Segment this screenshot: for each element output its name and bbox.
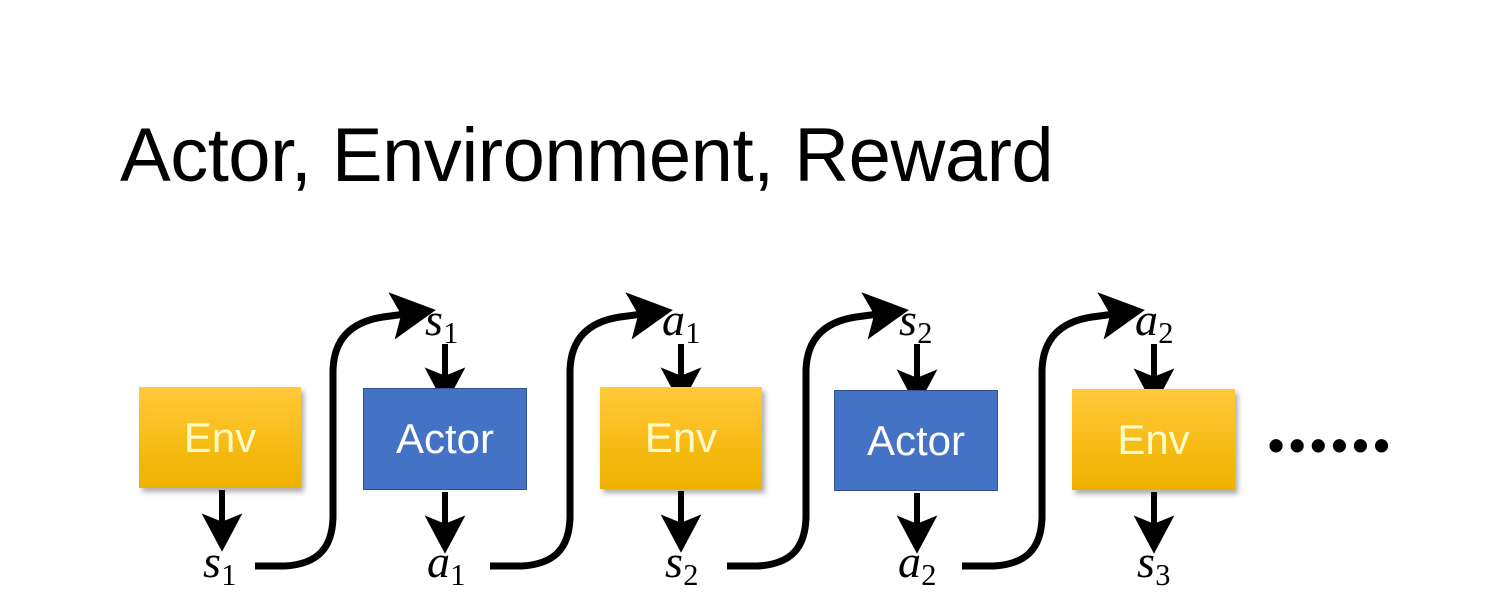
label-base: a: [427, 536, 450, 587]
page-title: Actor, Environment, Reward: [120, 113, 1054, 198]
node-env-2[interactable]: Env: [600, 387, 762, 489]
node-label: Actor: [866, 416, 966, 464]
label-base: s: [203, 536, 221, 587]
math-label-top-a1: a1: [662, 294, 700, 349]
label-subscript: 1: [443, 315, 459, 350]
node-label: Actor: [395, 415, 495, 462]
label-subscript: 1: [450, 557, 466, 592]
label-subscript: 2: [921, 557, 937, 592]
ellipsis-continuation: ••••••: [1268, 419, 1395, 471]
math-label-bot-s2: s2: [665, 536, 698, 591]
node-label: Env: [644, 414, 718, 461]
math-label-top-s2: s2: [899, 294, 932, 349]
label-base: s: [899, 294, 917, 345]
node-env-3[interactable]: Env: [1072, 389, 1235, 490]
node-label: Env: [1117, 415, 1190, 463]
label-base: s: [665, 536, 683, 587]
node-label: Env: [183, 413, 257, 461]
node-actor-2[interactable]: Actor: [834, 390, 998, 491]
label-base: a: [1135, 294, 1158, 345]
math-label-bot-a2: a2: [898, 536, 936, 591]
label-base: a: [898, 536, 921, 587]
label-base: a: [662, 294, 685, 345]
label-subscript: 3: [1155, 557, 1171, 592]
math-label-top-s1: s1: [425, 294, 458, 349]
label-subscript: 1: [221, 557, 237, 592]
node-actor-1[interactable]: Actor: [363, 388, 527, 490]
math-label-bot-s1: s1: [203, 536, 236, 591]
label-base: s: [425, 294, 443, 345]
node-env-1[interactable]: Env: [139, 387, 301, 488]
math-label-bot-a1: a1: [427, 536, 465, 591]
math-label-bot-s3: s3: [1137, 536, 1170, 591]
math-label-top-a2: a2: [1135, 294, 1173, 349]
label-subscript: 2: [917, 315, 933, 350]
label-subscript: 2: [1158, 315, 1174, 350]
label-subscript: 1: [685, 315, 701, 350]
label-base: s: [1137, 536, 1155, 587]
label-subscript: 2: [683, 557, 699, 592]
